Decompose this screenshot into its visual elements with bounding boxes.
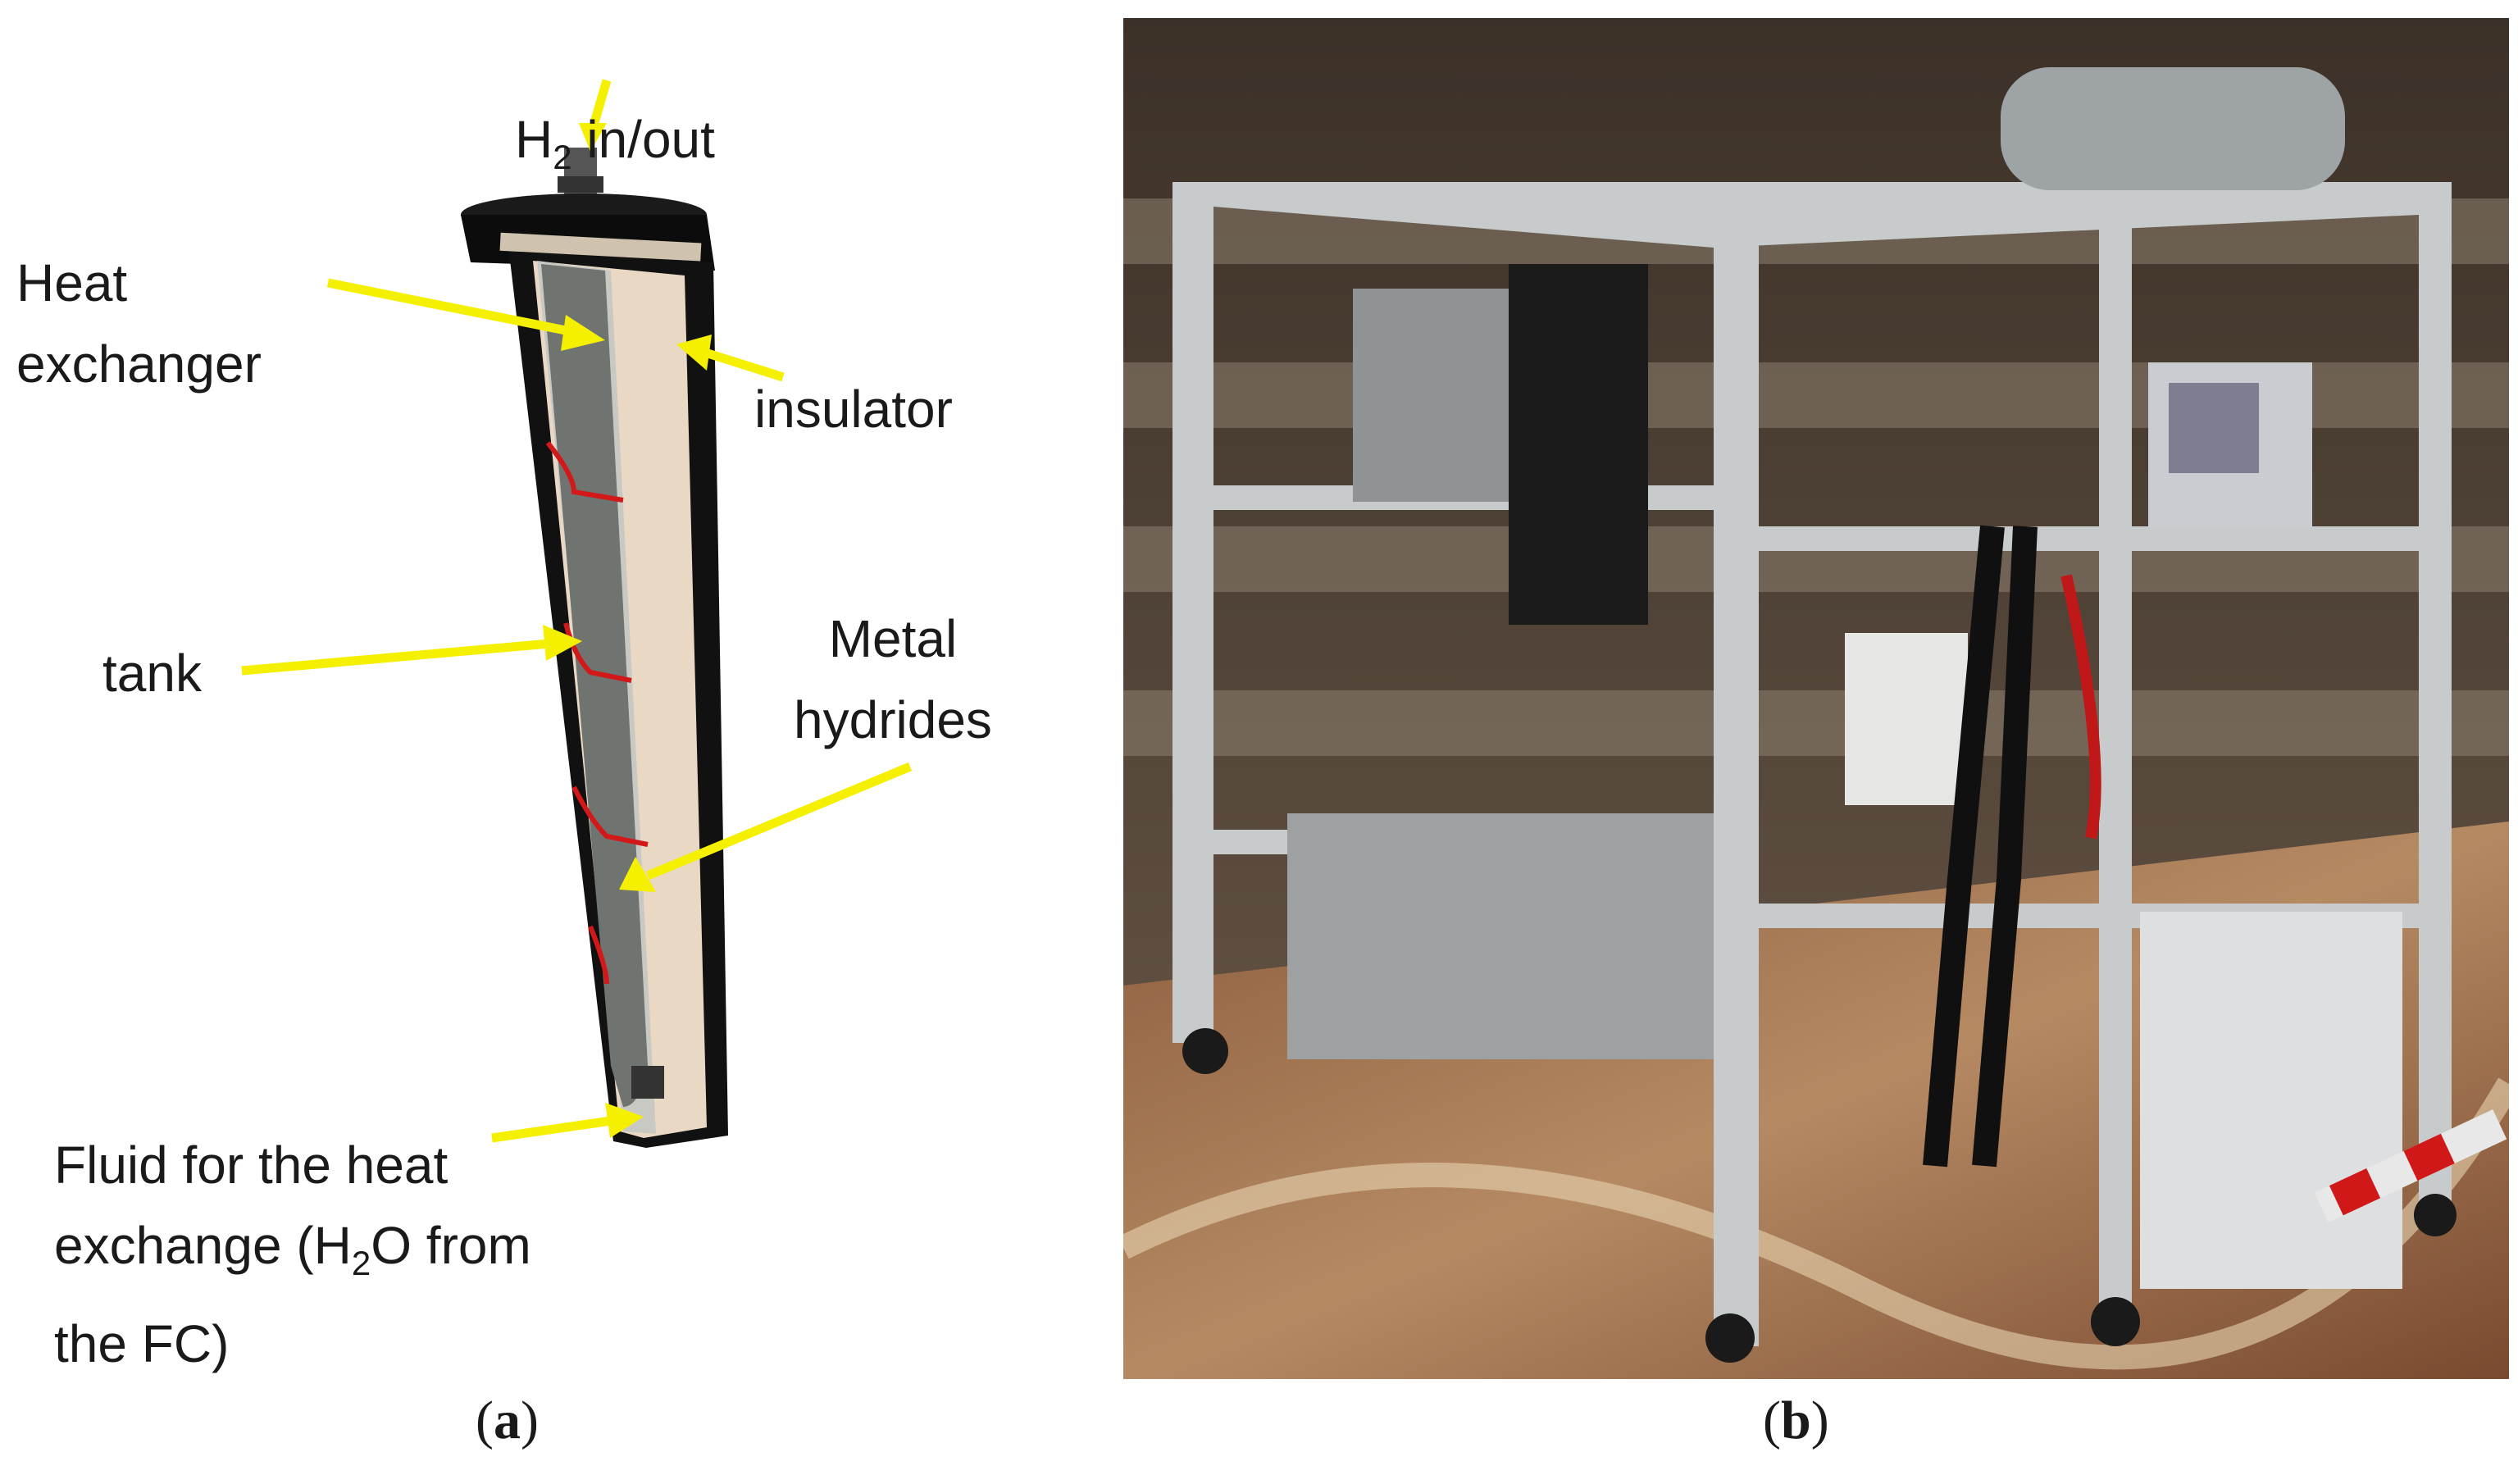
- tank-bottom-fitting: [631, 1066, 664, 1099]
- label-tank: tank: [102, 644, 202, 703]
- display-screen: [2169, 383, 2259, 473]
- label-fluid-line1: Fluid for the heat: [54, 1136, 449, 1195]
- caption-b: (b): [1763, 1391, 1829, 1450]
- h2-fitting-nut: [558, 176, 603, 193]
- tank-diagram: [241, 79, 913, 1148]
- white-box: [2140, 912, 2402, 1289]
- label-heat-exchanger: Heat exchanger: [16, 253, 262, 394]
- label-insulator: insulator: [754, 380, 953, 439]
- arrow-insulator: [676, 335, 712, 371]
- label-fluid: Fluid for the heat exchange (H2O from th…: [54, 1125, 531, 1384]
- label-h2-in-out: H2 in/out: [515, 110, 715, 176]
- label-fluid-line2: exchange (H2O from: [54, 1216, 531, 1282]
- black-unit: [1509, 264, 1648, 625]
- heating-wires: [545, 441, 649, 985]
- label-fluid-subscript: 2: [351, 1243, 371, 1282]
- wheels: [1182, 1028, 2457, 1363]
- label-fluid-line3: the FC): [54, 1313, 230, 1373]
- caption-b-letter: b: [1780, 1391, 1811, 1450]
- arrow-metal-hydrides: [619, 857, 656, 892]
- aluminium-frame: [1172, 182, 2452, 1346]
- callout-arrows: [241, 79, 913, 1143]
- caption-a-letter: a: [493, 1391, 521, 1450]
- stainless-box-lower: [1287, 813, 1714, 1059]
- metal-hydride-tank: [2001, 67, 2345, 190]
- arrow-h2: [579, 123, 607, 152]
- system-photo: [1123, 18, 2509, 1379]
- tank-top-plate: [499, 232, 702, 262]
- arrow-tank: [543, 625, 582, 661]
- red-cables: [2060, 574, 2101, 840]
- barrier-tape: [2314, 1109, 2507, 1222]
- junction-box: [1845, 633, 1968, 805]
- black-hoses: [1923, 525, 2005, 1168]
- arrow-fluid: [605, 1103, 644, 1138]
- arrow-heat-exchanger: [561, 315, 605, 351]
- caption-a: (a): [476, 1391, 539, 1450]
- label-h2-subscript: 2: [553, 137, 572, 176]
- label-metal-hydrides: Metal hydrides: [794, 609, 992, 750]
